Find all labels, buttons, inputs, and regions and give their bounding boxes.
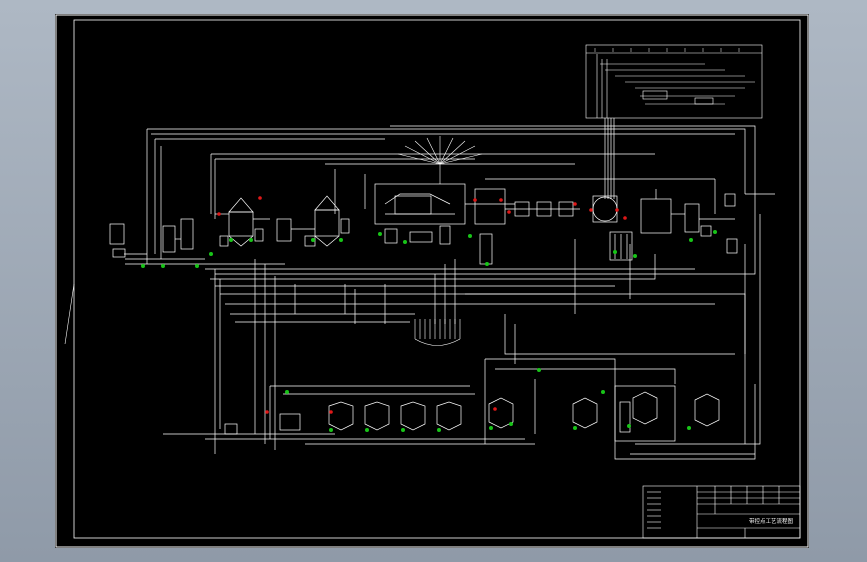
feed-inlet (109, 218, 285, 265)
process-flow-diagram: 带控点工艺流程图 (55, 14, 809, 548)
reactor-vessel-1 (215, 197, 270, 247)
reactor-vessel-2 (276, 195, 350, 247)
valve-icon (141, 230, 717, 432)
signal-bus (604, 118, 615, 199)
heat-exchangers (474, 188, 738, 265)
valve-icon (217, 196, 627, 414)
collector-manifold (414, 319, 461, 346)
distillation-unit (374, 183, 515, 245)
manifold-fan-icon (397, 136, 483, 184)
control-panel (585, 44, 763, 119)
drawing-sheet[interactable]: 带控点工艺流程图 (55, 14, 809, 548)
binding-mark (64, 283, 75, 345)
panel-header-ticks (594, 48, 740, 52)
drawing-title: 带控点工艺流程图 (749, 517, 794, 525)
title-block (642, 485, 801, 539)
upper-pipe-network (146, 125, 775, 450)
inner-border (73, 19, 801, 539)
storage-tanks (224, 385, 720, 442)
lower-pipe-network (163, 358, 756, 460)
outer-border (55, 14, 809, 548)
